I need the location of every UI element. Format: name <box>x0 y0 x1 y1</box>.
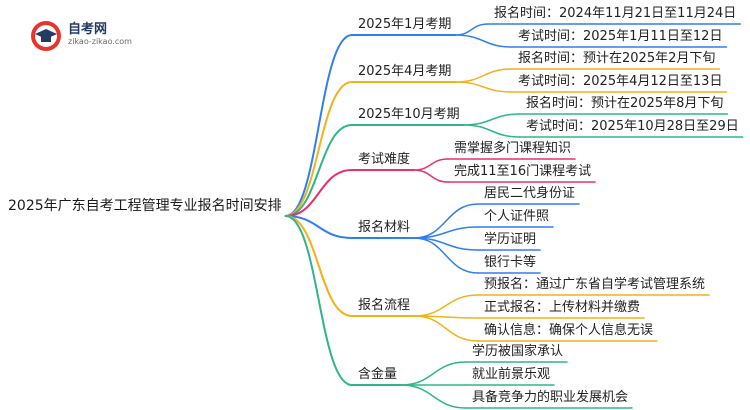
graduation-cap-icon <box>31 21 61 51</box>
leaf-label: 个人证件照 <box>484 209 550 224</box>
branch-label: 报名流程 <box>358 298 411 313</box>
logo-url: zikao-zikao.com <box>68 37 132 46</box>
connector-line <box>284 215 353 317</box>
branch-label: 考试难度 <box>358 152 411 167</box>
logo-name: 自考网 <box>68 22 108 37</box>
leaf-label: 银行卡等 <box>484 255 537 270</box>
leaf-label: 确认信息：确保个人信息无误 <box>484 323 654 338</box>
leaf-label: 需掌握多门课程知识 <box>454 141 572 156</box>
leaf-label: 考试时间：2025年10月28日至29日 <box>526 119 739 134</box>
root-topic: 2025年广东自考工程管理专业报名时间安排 <box>8 198 282 214</box>
connector-line <box>462 124 521 138</box>
connector-line <box>284 34 353 217</box>
leaf-label: 就业前景乐观 <box>472 367 551 382</box>
leaf-label: 预报名：通过广东省自学考试管理系统 <box>484 277 706 292</box>
leaf-label: 学历证明 <box>484 232 537 247</box>
leaf-label: 完成11至16门课程考试 <box>454 164 592 179</box>
leaf-label: 具备竞争力的职业发展机会 <box>472 390 629 405</box>
branch-label: 2025年1月考期 <box>358 17 452 32</box>
connector-line <box>413 237 479 274</box>
connector-line <box>454 68 513 83</box>
connector-line <box>400 384 467 409</box>
connector-line <box>454 81 513 93</box>
connector-line <box>413 169 449 183</box>
connector-line <box>413 315 479 342</box>
leaf-label: 报名时间：2024年11月21日至11月24日 <box>494 6 737 21</box>
connector-line <box>284 124 353 217</box>
leaf-label: 报名时间：预计在2025年8月下旬 <box>526 96 724 111</box>
connector-line <box>462 113 521 126</box>
site-logo[interactable]: 自考网 zikao-zikao.com <box>30 18 140 58</box>
branch-label: 2025年4月考期 <box>358 64 452 79</box>
leaf-label: 居民二代身份证 <box>484 186 576 201</box>
connector-line <box>454 23 489 36</box>
connector-line <box>284 169 353 217</box>
connector-line <box>400 361 467 386</box>
leaf-label: 考试时间：2025年1月11日至12日 <box>518 29 723 44</box>
leaf-label: 报名时间：预计在2025年2月下旬 <box>518 51 716 66</box>
branch-label: 报名材料 <box>358 220 411 235</box>
leaf-label: 学历被国家承认 <box>472 344 564 359</box>
branch-label: 2025年10月考期 <box>358 107 460 122</box>
connector-line <box>413 158 449 171</box>
connector-line <box>454 34 513 48</box>
connector-line <box>284 215 353 239</box>
connector-line <box>284 81 353 217</box>
leaf-label: 正式报名：上传材料并缴费 <box>484 300 641 315</box>
branch-label: 含金量 <box>358 367 398 382</box>
connector-line <box>284 215 353 386</box>
connector-line <box>413 294 479 317</box>
leaf-label: 考试时间：2025年4月12日至13日 <box>518 74 723 89</box>
